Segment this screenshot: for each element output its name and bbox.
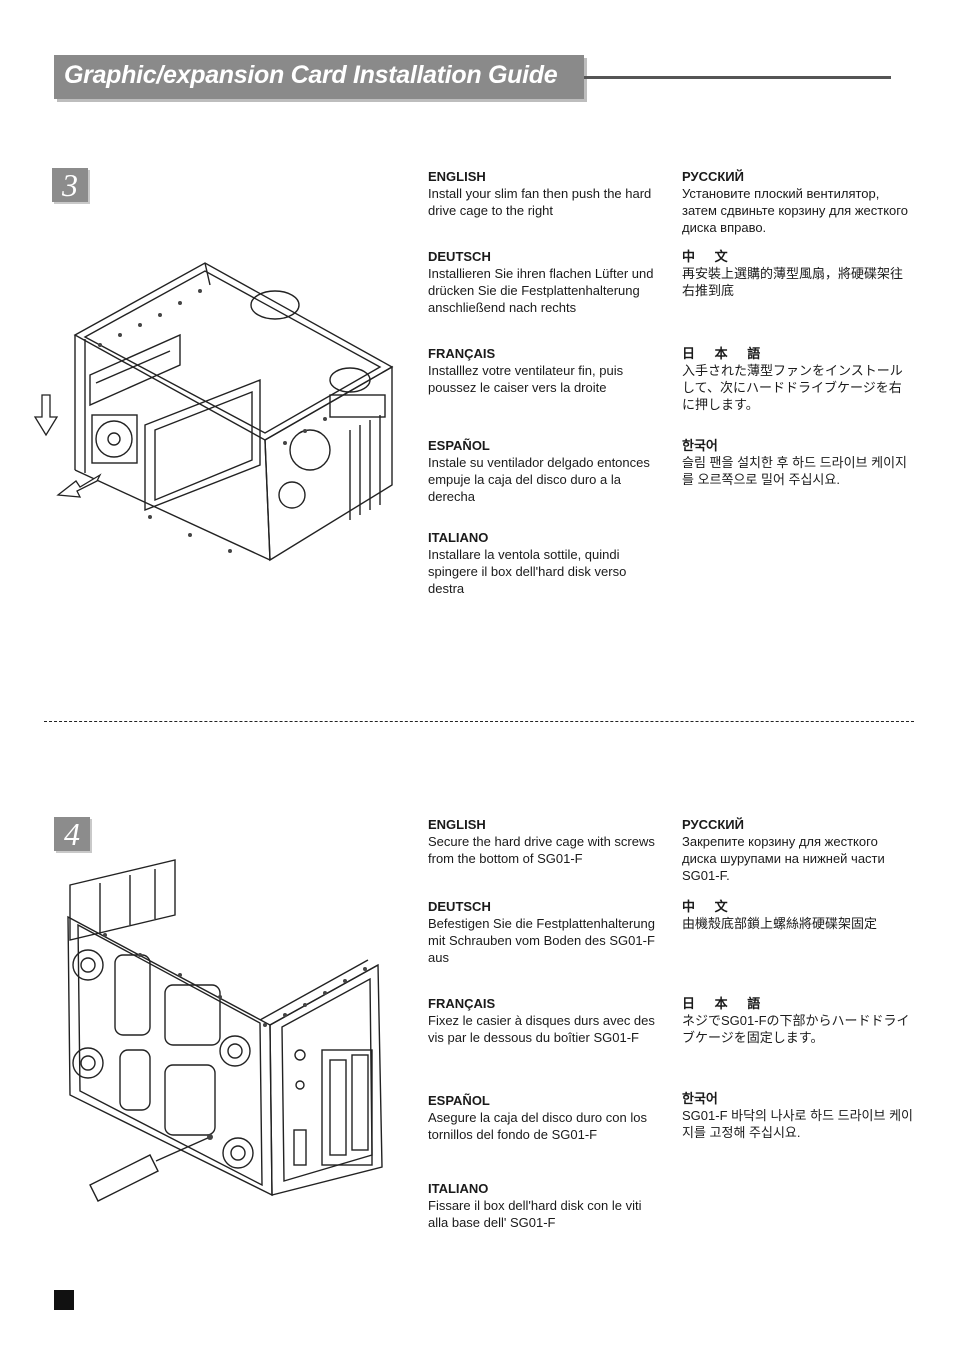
- step-4-deutsch: DEUTSCH Befestigen Sie die Festplattenha…: [428, 898, 660, 966]
- step-3-deutsch: DEUTSCH Installieren Sie ihren flachen L…: [428, 248, 660, 316]
- step-4-illustration: [67, 859, 383, 1202]
- step-3-russian: РУССКИЙ Установите плоский вентилятор, з…: [682, 168, 912, 236]
- body-text: Fissare il box dell'hard disk con le vit…: [428, 1198, 642, 1230]
- heading: ENGLISH: [428, 169, 486, 184]
- body-text: Asegure la caja del disco duro con los t…: [428, 1110, 647, 1142]
- step-4-number: 4: [54, 817, 90, 851]
- step-4-chinese: 中 文 由機殼底部鎖上螺絲將硬碟架固定: [682, 898, 914, 932]
- heading: 한국어: [682, 438, 718, 453]
- title-banner: Graphic/expansion Card Installation Guid…: [54, 55, 584, 99]
- heading: РУССКИЙ: [682, 169, 744, 184]
- title-rule: [584, 76, 891, 79]
- step-4-italiano: ITALIANO Fissare il box dell'hard disk c…: [428, 1180, 660, 1231]
- heading: 日 本 語: [682, 996, 769, 1011]
- heading: DEUTSCH: [428, 249, 491, 264]
- step-4-english: ENGLISH Secure the hard drive cage with …: [428, 816, 660, 867]
- step-3-english: ENGLISH Install your slim fan then push …: [428, 168, 658, 219]
- section-divider: [44, 721, 914, 722]
- step-3-korean: 한국어 슬림 팬을 설치한 후 하드 드라이브 케이지를 오르쪽으로 밀어 주십…: [682, 437, 912, 488]
- heading: FRANÇAIS: [428, 996, 496, 1011]
- heading: 한국어: [682, 1091, 718, 1106]
- heading: FRANÇAIS: [428, 346, 496, 361]
- body-text: Fixez le casier à disques durs avec des …: [428, 1013, 655, 1045]
- heading: 中 文: [682, 899, 736, 914]
- body-text: Installlez votre ventilateur fin, puis p…: [428, 363, 624, 395]
- heading: 日 本 語: [682, 346, 769, 361]
- step-4-japanese: 日 本 語 ネジでSG01-Fの下部からハードドライブケージを固定します。: [682, 995, 914, 1046]
- body-text: 슬림 팬을 설치한 후 하드 드라이브 케이지를 오르쪽으로 밀어 주십시요.: [682, 455, 907, 487]
- step-3-japanese: 日 本 語 入手された薄型ファンをインストールして、次にハードドライブケージを右…: [682, 345, 912, 413]
- body-text: Установите плоский вентилятор, затем сдв…: [682, 186, 908, 235]
- step-3-illustration: [33, 262, 394, 562]
- page-marker: [54, 1290, 74, 1310]
- heading: DEUTSCH: [428, 899, 491, 914]
- step-3-number: 3: [52, 168, 88, 202]
- step-4-russian: РУССКИЙ Закрепите корзину для жесткого д…: [682, 816, 914, 884]
- body-text: Installare la ventola sottile, quindi sp…: [428, 547, 627, 596]
- body-text: Закрепите корзину для жесткого диска шур…: [682, 834, 885, 883]
- body-text: Install your slim fan then push the hard…: [428, 186, 652, 218]
- heading: ESPAÑOL: [428, 438, 490, 453]
- heading: ITALIANO: [428, 530, 489, 545]
- body-text: 入手された薄型ファンをインストールして、次にハードドライブケージを右に押します。: [682, 363, 903, 412]
- body-text: Installieren Sie ihren flachen Lüfter un…: [428, 266, 654, 315]
- step-3-francais: FRANÇAIS Installlez votre ventilateur fi…: [428, 345, 658, 396]
- step-4-espanol: ESPAÑOL Asegure la caja del disco duro c…: [428, 1092, 660, 1143]
- body-text: Befestigen Sie die Festplattenhalterung …: [428, 916, 655, 965]
- step-4-korean: 한국어 SG01-F 바닥의 나사로 하드 드라이브 케이지를 고정해 주십시요…: [682, 1090, 914, 1141]
- heading: ITALIANO: [428, 1181, 489, 1196]
- body-text: 由機殼底部鎖上螺絲將硬碟架固定: [682, 916, 878, 931]
- body-text: SG01-F 바닥의 나사로 하드 드라이브 케이지를 고정해 주십시요.: [682, 1108, 914, 1140]
- body-text: ネジでSG01-Fの下部からハードドライブケージを固定します。: [682, 1013, 910, 1045]
- body-text: Instale su ventilador delgado entonces e…: [428, 455, 650, 504]
- heading: ESPAÑOL: [428, 1093, 490, 1108]
- heading: РУССКИЙ: [682, 817, 744, 832]
- step-3-espanol: ESPAÑOL Instale su ventilador delgado en…: [428, 437, 658, 505]
- heading: ENGLISH: [428, 817, 486, 832]
- page-title: Graphic/expansion Card Installation Guid…: [64, 61, 558, 89]
- step-3-italiano: ITALIANO Installare la ventola sottile, …: [428, 529, 658, 597]
- step-4-francais: FRANÇAIS Fixez le casier à disques durs …: [428, 995, 660, 1046]
- body-text: 再安裝上選購的薄型風扇，將硬碟架往右推到底: [682, 266, 904, 298]
- step-3-chinese: 中 文 再安裝上選購的薄型風扇，將硬碟架往右推到底: [682, 248, 912, 299]
- body-text: Secure the hard drive cage with screws f…: [428, 834, 655, 866]
- heading: 中 文: [682, 249, 736, 264]
